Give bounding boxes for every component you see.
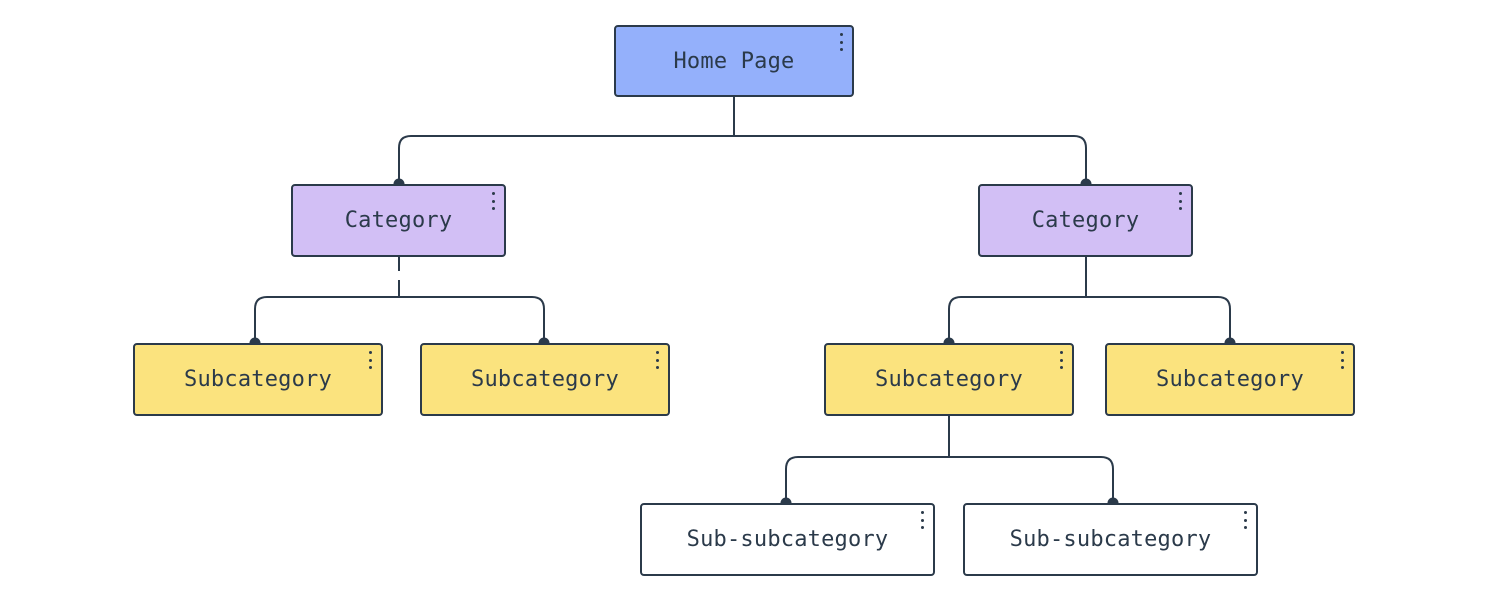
node-subsubcategory-2[interactable]: Sub-subcategory xyxy=(963,503,1258,576)
connector-category-right-to-subcategories xyxy=(948,257,1231,343)
node-label: Category xyxy=(344,208,453,233)
node-category-right[interactable]: Category xyxy=(978,184,1193,257)
node-category-left[interactable]: Category xyxy=(291,184,506,257)
connector-subcategory-to-subsubcategories xyxy=(785,415,1114,503)
connector-category-left-to-subcategories xyxy=(254,257,545,343)
more-vertical-icon[interactable] xyxy=(1242,511,1248,529)
node-subcategory-3[interactable]: Subcategory xyxy=(824,343,1074,416)
more-vertical-icon[interactable] xyxy=(654,351,660,369)
node-label: Sub-subcategory xyxy=(1009,527,1212,552)
node-label: Category xyxy=(1031,208,1140,233)
more-vertical-icon[interactable] xyxy=(1177,192,1183,210)
node-label: Subcategory xyxy=(1156,367,1304,392)
more-vertical-icon[interactable] xyxy=(367,351,373,369)
node-label: Sub-subcategory xyxy=(686,527,889,552)
node-subcategory-4[interactable]: Subcategory xyxy=(1105,343,1355,416)
node-label: Subcategory xyxy=(184,367,332,392)
more-vertical-icon[interactable] xyxy=(919,511,925,529)
node-subcategory-1[interactable]: Subcategory xyxy=(133,343,383,416)
more-vertical-icon[interactable] xyxy=(838,33,844,51)
node-subsubcategory-1[interactable]: Sub-subcategory xyxy=(640,503,935,576)
node-label: Subcategory xyxy=(875,367,1023,392)
node-label: Home Page xyxy=(673,48,795,74)
more-vertical-icon[interactable] xyxy=(1058,351,1064,369)
node-subcategory-2[interactable]: Subcategory xyxy=(420,343,670,416)
node-home-page[interactable]: Home Page xyxy=(614,25,854,97)
node-label: Subcategory xyxy=(471,367,619,392)
more-vertical-icon[interactable] xyxy=(490,192,496,210)
more-vertical-icon[interactable] xyxy=(1339,351,1345,369)
connector-home-to-categories xyxy=(398,96,1087,184)
